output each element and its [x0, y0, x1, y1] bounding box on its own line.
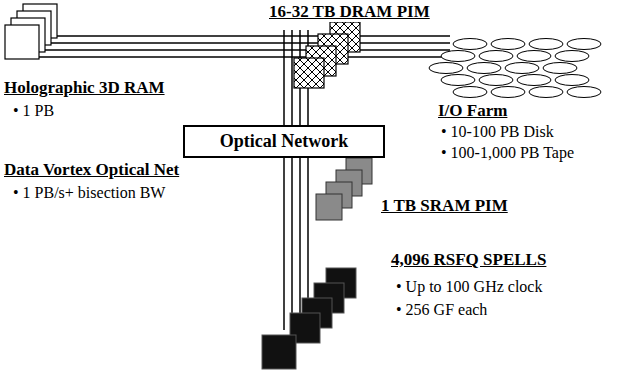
- disk-ellipse: [491, 39, 525, 50]
- disk-ellipse: [453, 87, 487, 98]
- disk-ellipse: [529, 39, 563, 50]
- disk-ellipse: [441, 75, 475, 86]
- horizontal-links: [22, 36, 450, 57]
- disk-ellipse: [517, 75, 551, 86]
- disk-ellipse: [441, 51, 475, 62]
- network-box: Optical Network: [183, 125, 385, 158]
- component-heading: 4,096 RSFQ SPELLS: [390, 250, 547, 270]
- disk-ellipse: [453, 39, 487, 50]
- component-heading: 1 TB SRAM PIM: [380, 196, 509, 216]
- network-label: Optical Network: [220, 131, 348, 152]
- bullet-note: • 100-1,000 PB Tape: [440, 144, 575, 162]
- disk-ellipse: [479, 51, 513, 62]
- disk-ellipse: [529, 87, 563, 98]
- disk-ellipse: [567, 39, 601, 50]
- component-heading: Holographic 3D RAM: [3, 78, 166, 98]
- disk-ellipse: [543, 63, 577, 74]
- disk-ellipse: [491, 87, 525, 98]
- disk-ellipse: [517, 51, 551, 62]
- disk-ellipse: [479, 75, 513, 86]
- component-heading: I/O Farm: [437, 101, 508, 121]
- component-heading: 16-32 TB DRAM PIM: [268, 2, 431, 22]
- dram-pim-stack: [294, 22, 360, 88]
- disk-ellipse: [429, 63, 463, 74]
- bullet-note: • 1 PB/s+ bisection BW: [12, 184, 166, 202]
- disk-ellipse: [555, 51, 589, 62]
- bullet-note: • Up to 100 GHz clock: [395, 278, 543, 296]
- bullet-note: • 256 GF each: [395, 301, 488, 319]
- disk-ellipse: [505, 63, 539, 74]
- component-heading: Data Vortex Optical Net: [3, 160, 180, 180]
- holographic-stack: [5, 4, 57, 59]
- disk-ellipse: [567, 87, 601, 98]
- disk-farm: [429, 39, 601, 98]
- disk-ellipse: [555, 75, 589, 86]
- bullet-note: • 10-100 PB Disk: [440, 123, 555, 141]
- sram-pim-stack: [316, 158, 372, 220]
- spells-stack: [262, 268, 356, 369]
- disk-ellipse: [467, 63, 501, 74]
- bullet-note: • 1 PB: [12, 102, 55, 120]
